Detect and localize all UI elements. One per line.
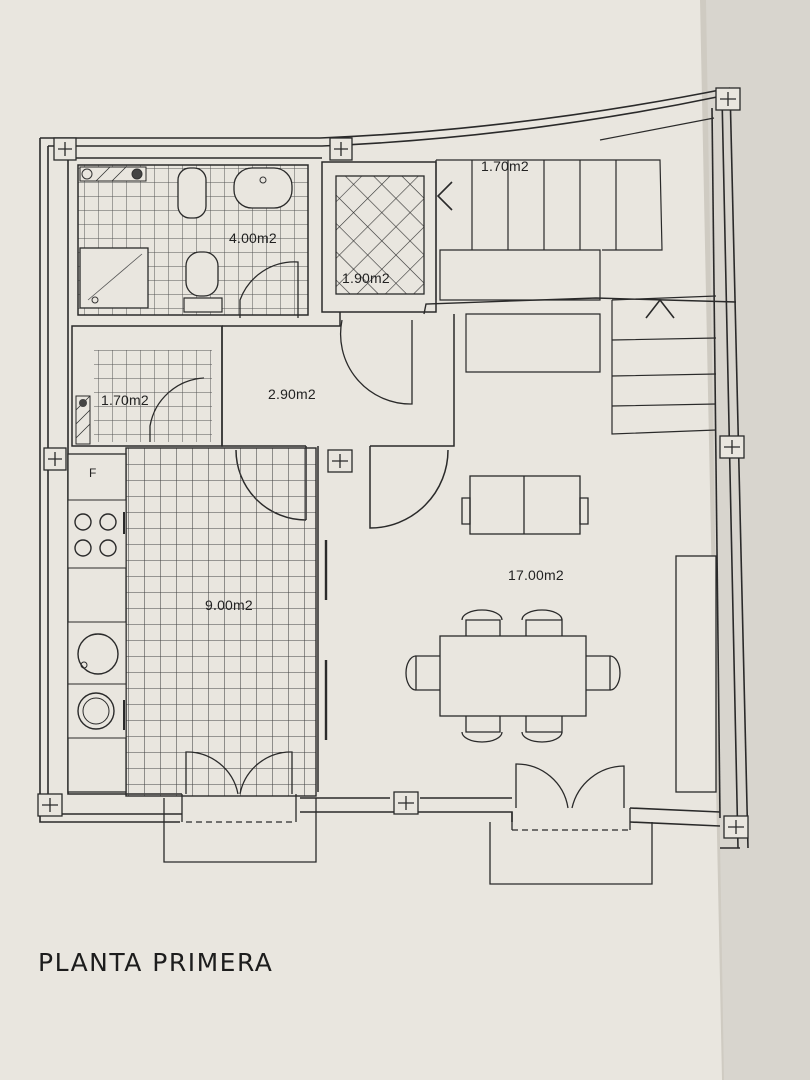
bathroom: [77, 164, 309, 318]
living-room: [324, 475, 717, 793]
water-heater: [79, 166, 147, 182]
staircase: [423, 117, 737, 435]
plan-title: PLANTA PRIMERA: [38, 948, 274, 977]
living-area-label: 17.00m2: [508, 567, 564, 583]
toilet: [185, 251, 219, 297]
appliance-mark: F: [89, 466, 97, 480]
storage-room: [321, 161, 437, 405]
washbasin: [233, 167, 293, 209]
kitchen-area-label: 9.00m2: [205, 597, 253, 613]
exterior-walls: [39, 87, 749, 849]
paper-right-strip: [706, 0, 810, 1080]
sideboard: [675, 555, 717, 793]
bidet: [177, 167, 207, 219]
kitchen: [67, 447, 317, 797]
laundry-area-label: 1.70m2: [101, 392, 149, 408]
hall-area-label: 2.90m2: [268, 386, 316, 402]
storage-area-label: 1.90m2: [342, 270, 390, 286]
kitchen-balcony: [163, 751, 317, 863]
bathroom-area-label: 4.00m2: [229, 230, 277, 246]
column-markers: [37, 87, 749, 839]
laundry: [71, 325, 223, 447]
stairs-area-label: 1.70m2: [481, 158, 529, 174]
dining-table: [439, 635, 587, 717]
sofa: [469, 475, 581, 535]
living-balcony: [489, 763, 653, 885]
